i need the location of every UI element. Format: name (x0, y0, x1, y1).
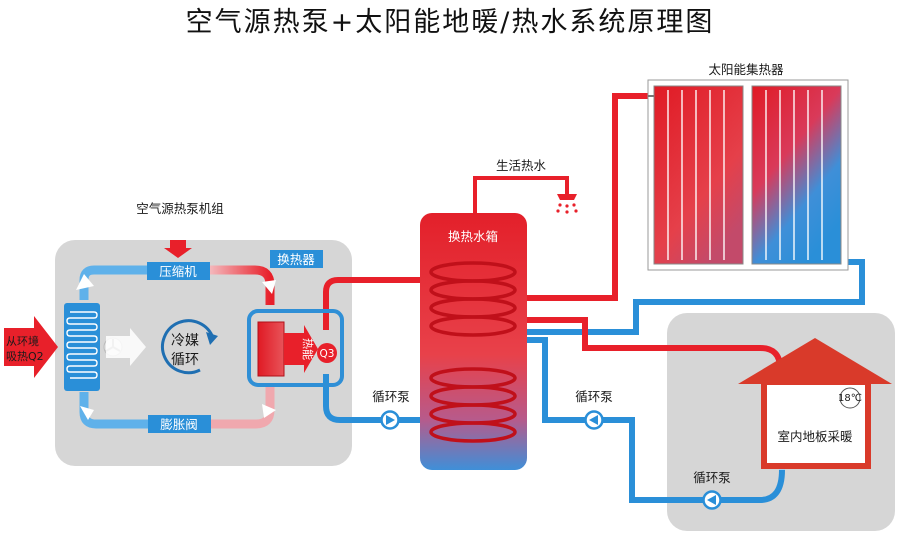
lower-coil (429, 367, 517, 443)
compressor-arrow-icon (164, 240, 192, 258)
hp-return-pipe (323, 374, 420, 423)
room-temperature: 18℃ (838, 393, 862, 404)
dhw-pipe (473, 176, 569, 213)
ambient-label-1: 从环境 (6, 334, 39, 348)
floor-heating-label: 室内地板采暖 (777, 429, 853, 444)
pump-label-1: 循环泵 (372, 389, 410, 404)
compressor-label: 压缩机 (159, 264, 197, 279)
heat-exchange-tank (420, 213, 527, 470)
tank-label: 换热水箱 (448, 229, 498, 244)
solar-return-pipe (527, 259, 865, 335)
evaporator (64, 303, 100, 391)
pump-hp[interactable] (380, 410, 400, 430)
hp-supply-pipe (323, 277, 420, 330)
pump-label-3: 循环泵 (693, 470, 731, 485)
ambient-label-2: 吸热Q2 (6, 350, 44, 363)
heat-exchanger-outline (247, 309, 344, 387)
pump-floor-return[interactable] (702, 490, 722, 510)
refrigerant-label-1: 冷媒 (171, 333, 199, 349)
q3-badge (317, 343, 337, 363)
expansion-valve-label: 膨胀阀 (160, 417, 198, 432)
floor-return-pipe (527, 337, 785, 503)
ambient-heat-arrow-icon (4, 316, 58, 378)
page-title: 空气源热泵+太阳能地暖/热水系统原理图 (186, 7, 715, 38)
cycle-arrow-icon (161, 319, 215, 375)
pump-label-2: 循环泵 (575, 389, 613, 404)
refrigerant-label-2: 循环 (171, 352, 199, 368)
solar-collector-label: 太阳能集热器 (708, 62, 784, 77)
heat-pump-panel (55, 240, 352, 466)
solar-panel-right (751, 85, 842, 265)
heat-energy-label: 热能 (301, 338, 315, 360)
compressor (147, 262, 210, 280)
heat-exchanger-core (257, 321, 285, 377)
pump-floor[interactable] (584, 410, 604, 430)
solar-hot-pipe (527, 93, 648, 301)
domestic-hot-water-label: 生活热水 (496, 158, 547, 173)
heat-transfer-arrow-icon (284, 325, 318, 373)
expansion-valve (148, 415, 211, 433)
heat-exchanger-tag (270, 250, 323, 268)
upper-coil (429, 261, 517, 337)
shower-icon (556, 194, 578, 214)
solar-panel-left (653, 85, 744, 265)
heat-pump-unit-label: 空气源热泵机组 (136, 201, 224, 216)
heat-exchanger-label: 换热器 (277, 252, 315, 267)
thermometer-icon (839, 387, 861, 409)
q3-label: Q3 (320, 348, 335, 360)
